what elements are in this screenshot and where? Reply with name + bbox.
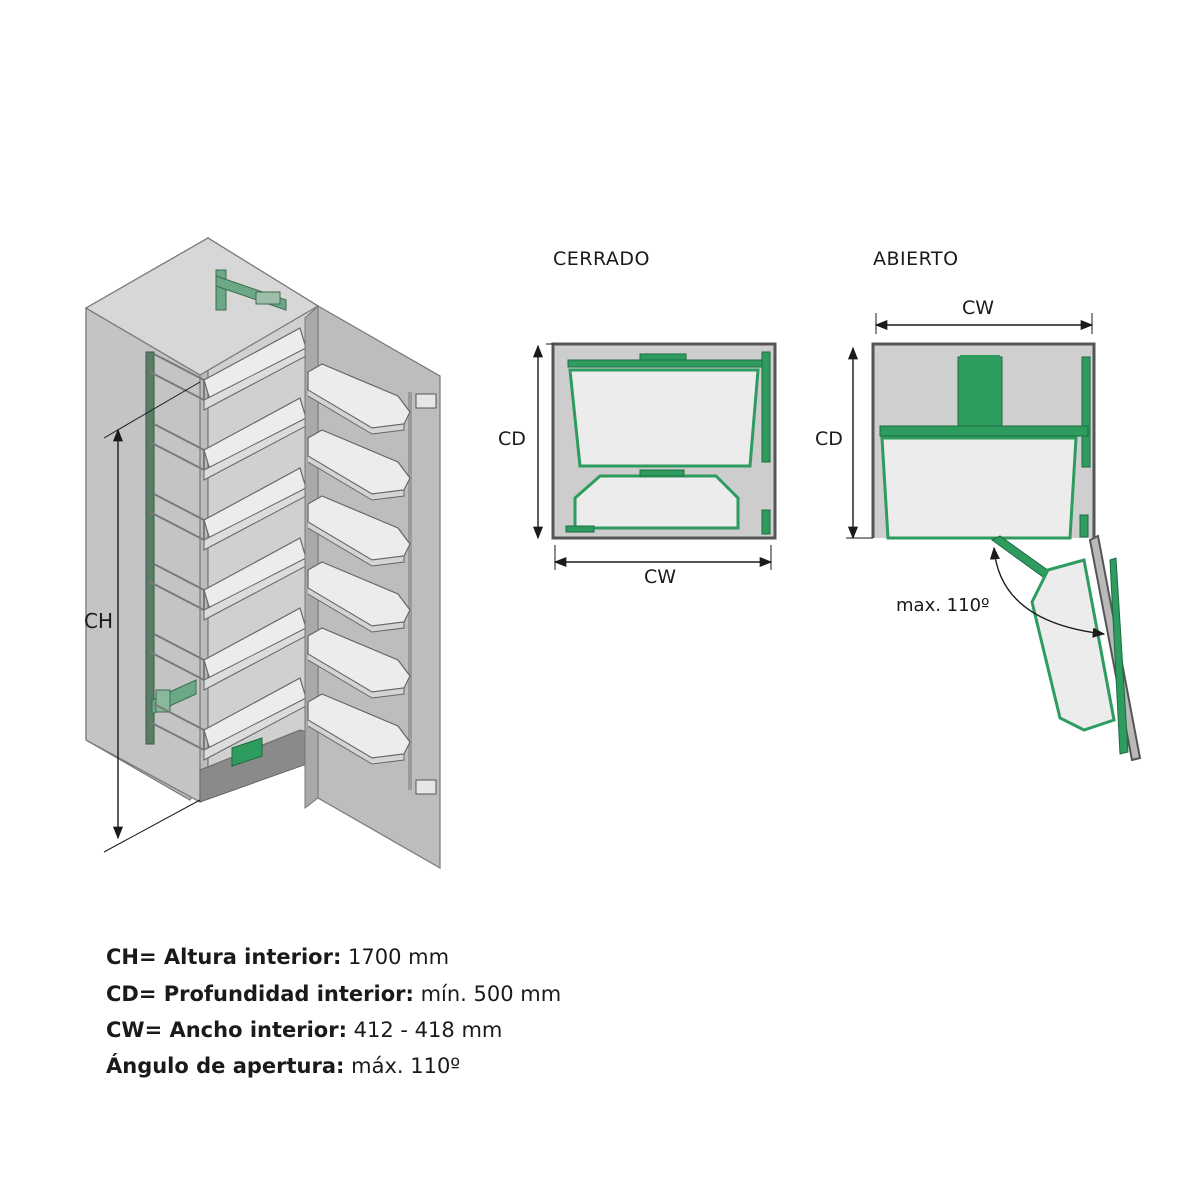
ch-label: CH	[84, 609, 113, 633]
closed-bottom-hinge	[565, 525, 595, 533]
spec-key: Ángulo de apertura:	[106, 1054, 345, 1078]
ch-extension-bottom	[103, 799, 201, 853]
door-basket	[307, 561, 411, 633]
spec-key: CW= Ancho interior:	[106, 1018, 347, 1042]
door-hinge-top	[415, 393, 437, 409]
door-basket	[307, 495, 411, 567]
frame-trays	[149, 327, 307, 761]
open-door-hinge	[1079, 514, 1089, 538]
spec-row: CW= Ancho interior: 412 - 418 mm	[106, 1020, 502, 1041]
open-center-base	[960, 355, 1000, 360]
angle-label: max. 110º	[896, 595, 990, 616]
open-door-tray-rail	[1109, 557, 1129, 755]
soft-close-unit	[231, 737, 263, 767]
spec-key: CD= Profundidad interior:	[106, 982, 414, 1006]
open-view-title: ABIERTO	[873, 248, 959, 270]
door-hinge-bottom	[415, 779, 437, 795]
spec-row: CH= Altura interior: 1700 mm	[106, 947, 449, 968]
frame-rail	[145, 351, 155, 745]
closed-cw-label: CW	[644, 566, 676, 588]
door-inner-edge	[304, 304, 319, 810]
door-baskets	[307, 363, 411, 765]
closed-rail-clip	[639, 353, 687, 361]
closed-side-rail	[761, 351, 771, 463]
spec-row: Ángulo de apertura: máx. 110º	[106, 1056, 460, 1077]
closed-door-tray	[573, 474, 740, 530]
closed-top-rail	[567, 359, 763, 368]
cabinet-front-face	[85, 306, 201, 804]
spec-row: CD= Profundidad interior: mín. 500 mm	[106, 984, 561, 1005]
open-plan-view: ABIERTO CW CD max. 110º	[815, 248, 1142, 762]
open-top-bar	[879, 425, 1089, 437]
spec-value: mín. 500 mm	[413, 982, 562, 1006]
closed-plan-view: CERRADO CD CW	[498, 248, 777, 588]
open-side-rail	[1081, 356, 1091, 468]
closed-view-title: CERRADO	[553, 248, 650, 270]
angle-arc	[989, 546, 1106, 638]
closed-large-tray	[568, 368, 760, 468]
spec-value: 412 - 418 mm	[347, 1018, 503, 1042]
open-cw-label: CW	[962, 297, 994, 319]
top-bracket	[215, 269, 287, 311]
door-basket	[307, 429, 411, 501]
isometric-cabinet: CH	[84, 236, 441, 870]
ch-extension-top	[103, 381, 201, 439]
open-center-column	[957, 356, 1003, 430]
closed-right-hinge	[761, 509, 771, 535]
open-cd-label: CD	[815, 428, 843, 450]
door-basket	[307, 693, 411, 765]
frame-tray	[149, 607, 307, 691]
spec-value: 1700 mm	[341, 945, 450, 969]
door-basket	[307, 363, 411, 435]
spec-value: máx. 110º	[344, 1054, 461, 1078]
open-large-tray	[880, 436, 1078, 540]
closed-cd-label: CD	[498, 428, 526, 450]
frame-tray	[149, 327, 307, 411]
spec-key: CH= Altura interior:	[106, 945, 342, 969]
closed-tray-clip	[639, 469, 685, 477]
frame-tray	[149, 467, 307, 551]
door-basket	[307, 627, 411, 699]
